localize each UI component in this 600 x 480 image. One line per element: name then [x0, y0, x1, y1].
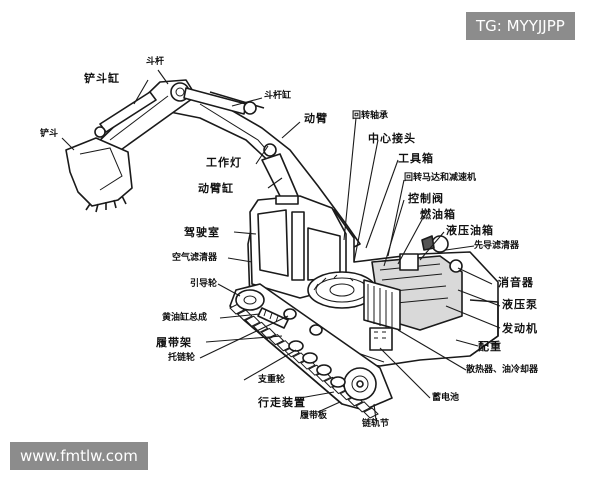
label-toolbox: 工具箱 [398, 152, 434, 165]
label-boom: 动臂 [304, 112, 328, 125]
label-idler: 引导轮 [190, 279, 218, 289]
label-swing-motor: 回转马达和减速机 [404, 173, 477, 183]
label-radiator: 散热器、油冷却器 [466, 365, 539, 375]
radiator [363, 279, 401, 331]
label-pilot-filter: 先导滤清器 [474, 241, 520, 251]
label-boom-cylinder: 动臂缸 [198, 182, 234, 195]
label-fuel-tank: 燃油箱 [420, 208, 456, 221]
label-cab: 驾驶室 [184, 226, 220, 239]
label-control-valve: 控制阀 [408, 192, 444, 205]
label-muffler: 消音器 [498, 276, 534, 289]
label-counterweight: 配重 [478, 340, 502, 353]
sprocket [343, 367, 377, 401]
battery [369, 327, 393, 351]
bucket [65, 137, 133, 213]
label-travel-unit: 行走装置 [258, 396, 306, 409]
label-swing-bearing: 回转轴承 [352, 111, 389, 121]
track-shoe [260, 327, 277, 340]
label-grease-cylinder: 黄油缸总成 [162, 313, 208, 323]
label-carrier-roller: 托链轮 [168, 353, 196, 363]
label-track-link: 链轨节 [362, 419, 390, 429]
label-hydraulic-tank: 液压油箱 [446, 224, 494, 237]
label-hydraulic-pump: 液压泵 [502, 298, 538, 311]
leader-lines [61, 69, 501, 421]
label-track-shoe: 履带板 [300, 411, 328, 421]
label-bucket-cylinder: 铲斗缸 [84, 72, 120, 85]
counterweight [469, 299, 499, 357]
label-arm: 斗杆 [146, 57, 165, 67]
label-bucket: 铲斗 [40, 129, 59, 139]
label-arm-cylinder: 斗杆缸 [264, 91, 292, 101]
watermark-bottom: www.fmtlw.com [10, 442, 148, 470]
track-rollers [288, 340, 346, 388]
label-track-frame: 履带架 [156, 336, 192, 349]
cab [249, 195, 347, 299]
label-track-roller: 支重轮 [258, 375, 286, 385]
grease-cylinder [257, 307, 289, 329]
track-shoe [355, 401, 371, 413]
label-work-light: 工作灯 [206, 156, 242, 169]
watermark-top: TG: MYYJJPP [466, 12, 575, 40]
arm [91, 79, 197, 161]
label-engine: 发动机 [502, 322, 538, 335]
label-battery: 蓄电池 [432, 393, 460, 403]
arm-cylinder [183, 87, 265, 115]
label-center-joint: 中心接头 [368, 132, 416, 145]
bucket-cylinder [94, 91, 157, 138]
idler-wheel [235, 289, 265, 311]
track-shoe [244, 315, 261, 327]
label-air-filter: 空气滤清器 [172, 253, 218, 263]
